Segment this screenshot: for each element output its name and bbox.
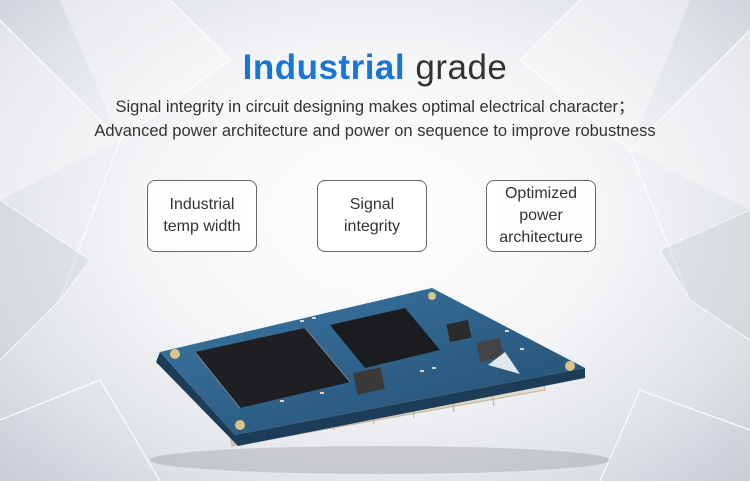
title-rest: grade [415,48,508,87]
page-title: Industrial grade [0,48,750,88]
title-accent: Industrial [242,48,406,87]
subtitle-line-2: Advanced power architecture and power on… [94,122,656,140]
feature-industrial-temp: Industrial temp width [147,180,257,252]
feature-label: Optimized power architecture [499,185,583,246]
subtitle-line-1: Signal integrity in circuit designing ma… [115,98,635,116]
core-board-image [150,288,610,474]
feature-label: Signal integrity [343,196,401,235]
feature-label: Industrial temp width [163,196,241,235]
feature-signal-integrity: Signal integrity [317,180,427,252]
feature-power-architecture: Optimized power architecture [486,180,596,252]
